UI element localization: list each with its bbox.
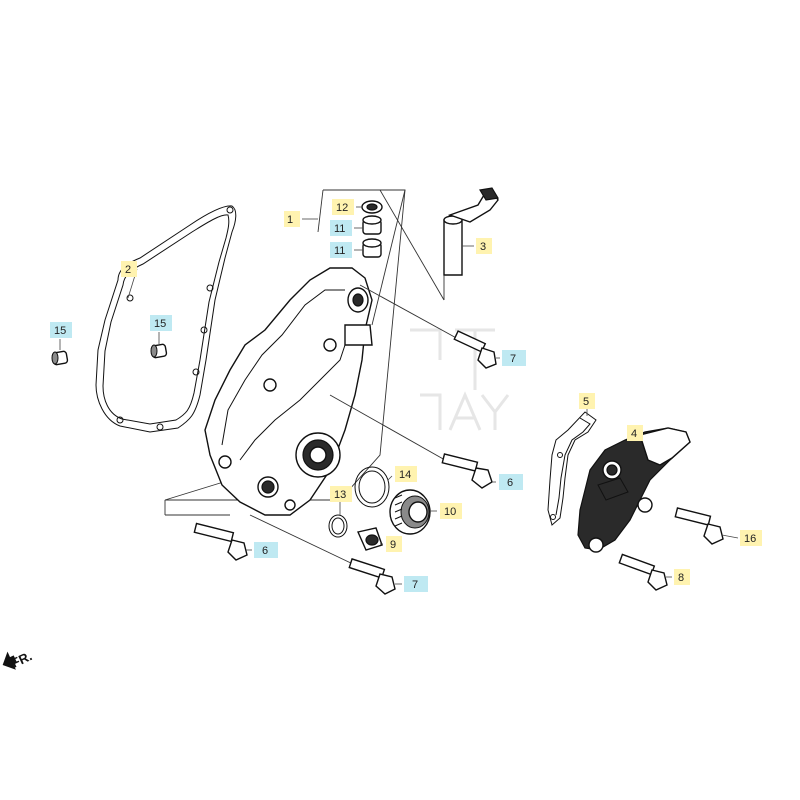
shift-shaft-part: [379, 187, 499, 301]
plug-part-9: [357, 527, 383, 551]
callout-3: 3: [476, 238, 492, 254]
gasket-part: [95, 205, 237, 433]
callout-6-middle: 6: [499, 474, 523, 490]
callout-13: 13: [330, 486, 352, 502]
filler-cap-part-10: [389, 489, 431, 535]
callout-4: 4: [627, 425, 643, 441]
callout-8: 8: [674, 569, 690, 585]
svg-text:8: 8: [678, 572, 684, 584]
assembly-bracket: [164, 189, 406, 516]
bolt-part-8: [618, 553, 668, 591]
dowel-pin-left: [51, 350, 69, 366]
callout-labels: 1 2 3 4 5 6 6 7: [50, 199, 762, 592]
o-ring-part-14: [354, 466, 390, 508]
svg-text:6: 6: [507, 477, 513, 489]
svg-text:13: 13: [334, 489, 346, 501]
callout-7-upper: 7: [502, 350, 526, 366]
svg-text:9: 9: [390, 539, 396, 551]
svg-text:5: 5: [583, 396, 589, 408]
bolt-part-7-upper: [359, 284, 497, 369]
oil-seal-part-12: [361, 200, 383, 214]
bolt-part-7-lower: [249, 514, 396, 595]
callout-15-right: 15: [150, 315, 172, 331]
callout-14: 14: [395, 466, 417, 482]
callout-16: 16: [740, 530, 762, 546]
callout-2: 2: [121, 261, 137, 277]
svg-text:7: 7: [412, 579, 418, 591]
callout-10: 10: [440, 503, 462, 519]
callout-6-lower: 6: [254, 542, 278, 558]
bushing-part-11-upper: [362, 215, 382, 235]
crankcase-cover-part: [204, 267, 373, 516]
watermark: [410, 328, 510, 431]
svg-text:3: 3: [480, 241, 486, 253]
bushing-part-11-lower: [362, 238, 382, 258]
svg-text:10: 10: [444, 506, 456, 518]
svg-text:FR.: FR.: [9, 648, 34, 670]
callout-11-lower: 11: [330, 242, 352, 258]
svg-text:11: 11: [334, 245, 345, 257]
svg-text:16: 16: [744, 533, 756, 545]
callout-11-upper: 11: [330, 220, 352, 236]
svg-text:1: 1: [287, 214, 293, 226]
o-ring-part-13: [328, 514, 348, 538]
svg-text:7: 7: [510, 353, 516, 365]
callout-9: 9: [386, 536, 402, 552]
svg-text:12: 12: [336, 202, 348, 214]
bolt-part-6-middle: [329, 394, 493, 489]
callout-1: 1: [284, 211, 300, 227]
svg-text:6: 6: [262, 545, 268, 557]
svg-text:11: 11: [334, 223, 345, 235]
svg-text:2: 2: [125, 264, 131, 276]
svg-text:4: 4: [631, 428, 637, 440]
sprocket-cover-part-4: [577, 427, 691, 553]
cover-gasket-part-5: [547, 411, 597, 526]
callout-7-lower: 7: [404, 576, 428, 592]
svg-text:15: 15: [54, 325, 66, 337]
bolt-part-16: [674, 507, 724, 545]
dowel-pin-right: [150, 343, 168, 359]
bolt-part-6-lower: [193, 522, 248, 561]
front-direction-marker: FR.: [2, 648, 34, 671]
callout-15-left: 15: [50, 322, 72, 338]
callout-5: 5: [579, 393, 595, 409]
callout-12: 12: [332, 199, 354, 215]
svg-text:14: 14: [399, 469, 411, 481]
svg-text:15: 15: [154, 318, 166, 330]
